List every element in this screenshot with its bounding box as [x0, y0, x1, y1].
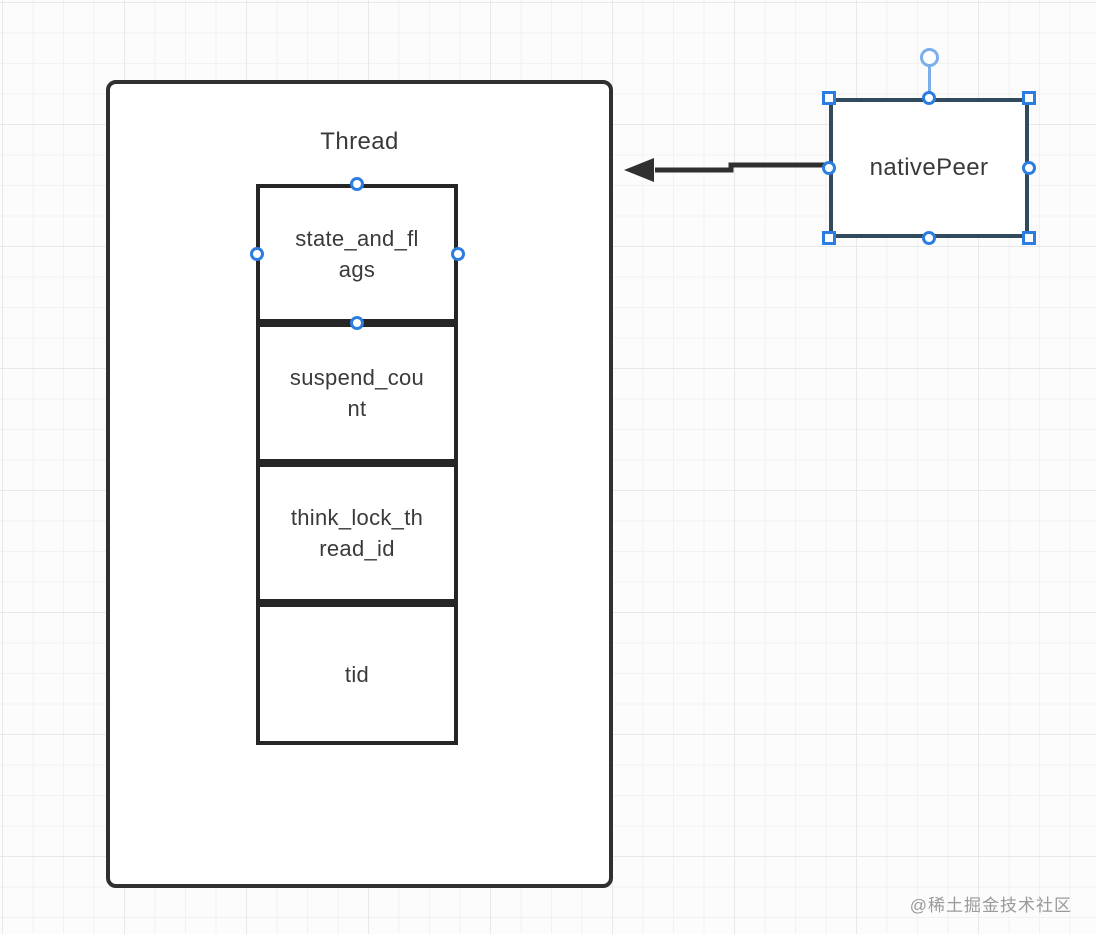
resize-handle-sw-icon[interactable] — [822, 231, 836, 245]
connection-point-icon[interactable] — [350, 316, 364, 330]
connection-handle-left-icon[interactable] — [822, 161, 836, 175]
arrowhead-icon — [624, 158, 654, 182]
connection-handle-bottom-icon[interactable] — [922, 231, 936, 245]
resize-handle-ne-icon[interactable] — [1022, 91, 1036, 105]
rotation-stem — [928, 66, 931, 96]
thread-shape-title: Thread — [320, 128, 399, 155]
resize-handle-nw-icon[interactable] — [822, 91, 836, 105]
field-label: tid — [344, 661, 370, 687]
watermark-text: @稀土掘金技术社区 — [909, 896, 1072, 915]
connection-point-icon[interactable] — [451, 247, 465, 261]
field-label: suspend_cou nt — [289, 365, 425, 421]
connection-handle-right-icon[interactable] — [1022, 161, 1036, 175]
field-cell-tid[interactable]: tid — [256, 603, 458, 745]
connection-point-icon[interactable] — [350, 177, 364, 191]
resize-handle-se-icon[interactable] — [1022, 231, 1036, 245]
connection-point-icon[interactable] — [250, 247, 264, 261]
field-cell-suspend-count[interactable]: suspend_cou nt — [256, 323, 458, 463]
field-label: state_and_fl ags — [295, 225, 419, 282]
rotation-handle-icon[interactable] — [920, 48, 939, 67]
field-label: think_lock_th read_id — [290, 505, 424, 561]
connection-handle-top-icon[interactable] — [922, 91, 936, 105]
native-peer-label: nativePeer — [869, 154, 989, 181]
field-cell-think-lock-thread-id[interactable]: think_lock_th read_id — [256, 463, 458, 603]
connector-line[interactable] — [655, 162, 828, 173]
